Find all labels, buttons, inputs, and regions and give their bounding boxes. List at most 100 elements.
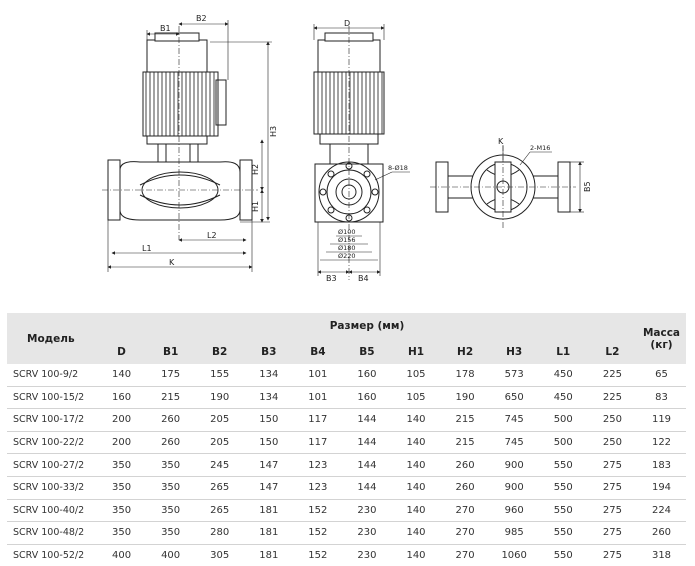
value-cell: 147 xyxy=(244,476,294,500)
value-cell: 245 xyxy=(195,453,245,477)
label-k: K xyxy=(169,258,175,267)
top-dimensions xyxy=(502,146,584,213)
value-cell: 350 xyxy=(146,521,196,545)
value-cell: 150 xyxy=(244,431,294,455)
value-cell: 275 xyxy=(587,499,637,523)
label-d100: Ø100 xyxy=(338,228,356,236)
model-cell: SCRV 100-15/2 xyxy=(7,386,97,410)
value-cell: 152 xyxy=(308,550,328,562)
value-cell: 305 xyxy=(210,550,230,562)
mass-cell: 183 xyxy=(637,453,686,477)
value-cell: 101 xyxy=(293,386,343,410)
label-h2: H2 xyxy=(251,164,260,175)
label-bolts: 8-Ø18 xyxy=(388,164,408,172)
value-cell: 117 xyxy=(293,408,343,432)
value-cell: 140 xyxy=(391,453,441,477)
label-h1: H1 xyxy=(251,201,260,212)
label-b1: B1 xyxy=(160,24,171,33)
mass-cell: 122 xyxy=(637,431,686,455)
value-cell: 200 xyxy=(97,431,147,455)
value-cell: 550 xyxy=(538,499,588,523)
value-cell: 225 xyxy=(587,386,637,410)
column-header: L1 xyxy=(538,339,588,364)
value-cell: 144 xyxy=(342,476,392,500)
label-m16: 2-M16 xyxy=(530,144,550,152)
value-cell: 140 xyxy=(391,408,441,432)
model-cell: SCRV 100-27/2 xyxy=(7,453,97,477)
value-cell: 270 xyxy=(455,550,475,562)
value-cell: 205 xyxy=(195,431,245,455)
value-cell: 140 xyxy=(406,550,426,562)
mass-cell: 65 xyxy=(637,364,686,387)
mass-cell: 318 xyxy=(651,550,672,562)
model-cell: SCRV 100-33/2 xyxy=(7,476,97,500)
label-l2: L2 xyxy=(207,231,217,240)
model-cell: SCRV 100-17/2 xyxy=(7,408,97,432)
value-cell: 450 xyxy=(538,386,588,410)
label-d: D xyxy=(344,19,350,28)
value-cell: 745 xyxy=(489,431,539,455)
value-cell: 134 xyxy=(244,364,294,387)
value-cell: 400 xyxy=(111,550,132,562)
label-b5: B5 xyxy=(583,181,592,192)
value-cell: 260 xyxy=(146,431,196,455)
value-cell: 140 xyxy=(391,476,441,500)
model-cell: SCRV 100-40/2 xyxy=(7,499,97,523)
top-view xyxy=(430,145,576,228)
column-header: H2 xyxy=(440,339,490,364)
value-cell: 215 xyxy=(146,386,196,410)
column-header: B4 xyxy=(293,339,343,364)
value-cell: 230 xyxy=(357,550,377,562)
value-cell: 230 xyxy=(342,521,392,545)
label-d220: Ø220 xyxy=(338,252,356,260)
value-cell: 350 xyxy=(146,499,196,523)
model-cell: SCRV 100-52/2 xyxy=(13,550,85,562)
column-header: H3 xyxy=(489,339,539,364)
value-cell: 350 xyxy=(146,476,196,500)
column-header: L2 xyxy=(587,339,637,364)
mass-cell: 224 xyxy=(637,499,686,523)
value-cell: 144 xyxy=(342,431,392,455)
value-cell: 900 xyxy=(489,453,539,477)
value-cell: 160 xyxy=(342,364,392,387)
value-cell: 650 xyxy=(489,386,539,410)
value-cell: 160 xyxy=(342,386,392,410)
value-cell: 400 xyxy=(161,550,181,562)
mass-cell: 119 xyxy=(637,408,686,432)
pump-drawing-svg: B1 B2 H3 H2 H1 L2 L1 K xyxy=(102,14,592,283)
value-cell: 190 xyxy=(440,386,490,410)
value-cell: 270 xyxy=(440,499,490,523)
label-d180: Ø180 xyxy=(338,244,356,252)
value-cell: 500 xyxy=(538,408,588,432)
value-cell: 215 xyxy=(440,431,490,455)
technical-drawing: B1 B2 H3 H2 H1 L2 L1 K xyxy=(102,14,592,283)
column-header: H1 xyxy=(391,339,441,364)
value-cell: 275 xyxy=(587,476,637,500)
value-cell: 550 xyxy=(538,521,588,545)
value-cell: 215 xyxy=(440,408,490,432)
value-cell: 150 xyxy=(244,408,294,432)
value-cell: 1060 xyxy=(501,550,527,562)
value-cell: 155 xyxy=(195,364,245,387)
value-cell: 350 xyxy=(146,453,196,477)
value-cell: 265 xyxy=(195,499,245,523)
value-cell: 101 xyxy=(293,364,343,387)
value-cell: 140 xyxy=(97,364,147,387)
model-cell: SCRV 100-22/2 xyxy=(7,431,97,455)
value-cell: 140 xyxy=(391,431,441,455)
value-cell: 250 xyxy=(587,408,637,432)
mass-cell: 260 xyxy=(637,521,686,545)
value-cell: 181 xyxy=(259,550,279,562)
model-cell: SCRV 100-9/2 xyxy=(7,364,97,387)
value-cell: 117 xyxy=(293,431,343,455)
column-header: B5 xyxy=(342,339,392,364)
value-cell: 200 xyxy=(97,408,147,432)
value-cell: 190 xyxy=(195,386,245,410)
value-cell: 181 xyxy=(244,521,294,545)
